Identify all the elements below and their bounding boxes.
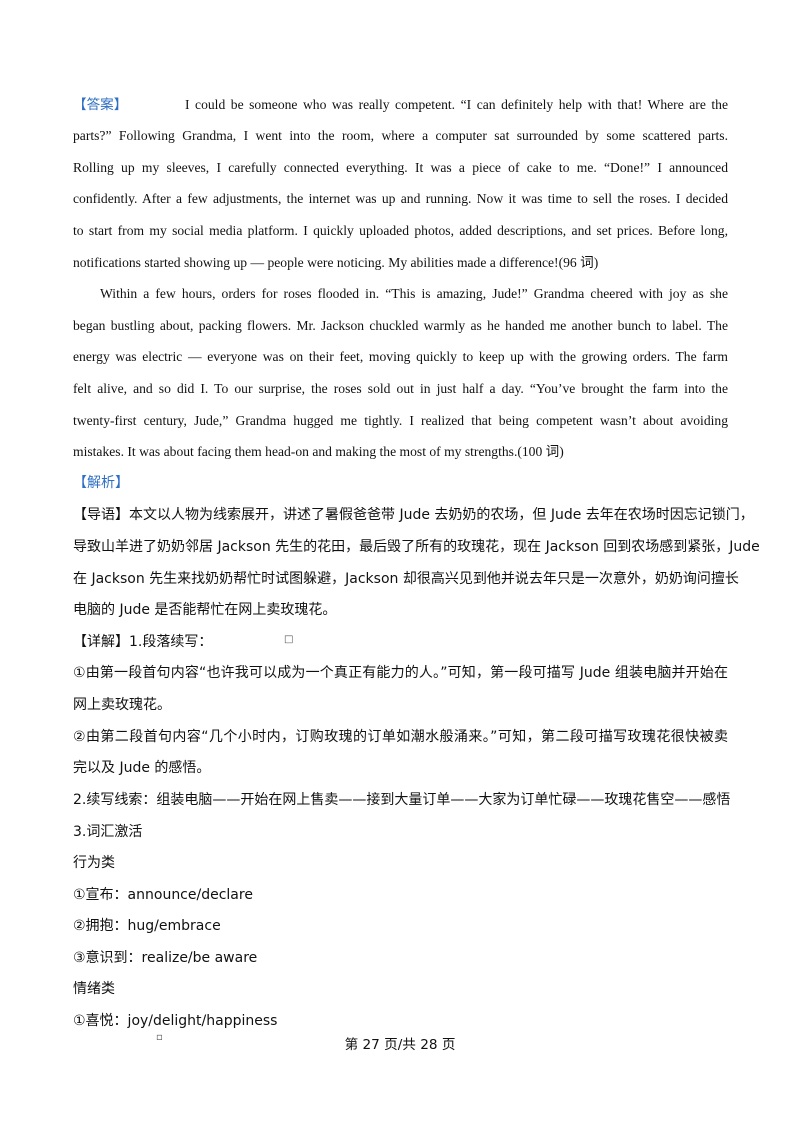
action-item: ③意识到：realize/be aware: [73, 950, 258, 966]
vocab-heading: 3.词汇激活: [73, 824, 143, 840]
guide-line-1: 【导语】本文以人物为线索展开，讲述了暑假爸爸带 Jude 去奶奶的农场，但 Ju…: [73, 507, 754, 523]
answer-p1-line-5: to start from my social media platform. …: [73, 223, 728, 238]
answer-p2-line-6: mistakes. It was about facing them head-…: [73, 444, 564, 459]
answer-p1-line-3: Rolling up my sleeves, I carefully conne…: [73, 160, 728, 175]
guide-line-4: 电脑的 Jude 是否能帮忙在网上卖玫瑰花。: [73, 602, 337, 618]
answer-p2-line-2: began bustling about, packing flowers. M…: [73, 318, 728, 333]
answer-p1-line-6: notifications started showing up — peopl…: [73, 255, 599, 270]
page-footer: 第 27 页/共 28 页: [344, 1037, 456, 1053]
action-item: ①宣布：announce/declare: [73, 887, 253, 903]
answer-p2-line-1: Within a few hours, orders for roses flo…: [100, 286, 728, 301]
guide-line-3: 在 Jackson 先生来找奶奶帮忙时试图躲避，Jackson 却很高兴见到他并…: [73, 571, 739, 587]
detail-heading: 【详解】1.段落续写：: [73, 634, 213, 650]
small-box-icon: ▫: [156, 1032, 163, 1043]
emotion-item: ①喜悦：joy/delight/happiness: [73, 1013, 278, 1029]
point1-line-2: 网上卖玫瑰花。: [73, 697, 171, 713]
answer-p2-line-5: twenty-first century, Jude,” Grandma hug…: [73, 413, 728, 428]
point2-line-1: ②由第二段首句内容“几个小时内，订购玫瑰的订单如潮水般涌来。”可知，第二段可描写…: [73, 729, 728, 745]
analysis-label: 【解析】: [73, 475, 129, 491]
answer-p2-line-3: energy was electric — everyone was on th…: [73, 349, 728, 364]
guide-line-2: 导致山羊进了奶奶邻居 Jackson 先生的花田，最后毁了所有的玫瑰花，现在 J…: [73, 539, 760, 555]
placeholder-box-icon: □: [284, 634, 294, 645]
emotion-heading: 情绪类: [73, 981, 115, 997]
clues-line: 2.续写线索：组装电脑——开始在网上售卖——接到大量订单——大家为订单忙碌——玫…: [73, 792, 731, 808]
answer-label: 【答案】: [73, 97, 128, 113]
answer-p1-line-2: parts?” Following Grandma, I went into t…: [73, 128, 728, 143]
answer-p1-line-1: I could be someone who was really compet…: [185, 97, 728, 112]
action-heading: 行为类: [73, 855, 115, 871]
answer-p1-line-4: confidently. After a few adjustments, th…: [73, 191, 728, 206]
action-item: ②拥抱：hug/embrace: [73, 918, 221, 934]
point2-line-2: 完以及 Jude 的感悟。: [73, 760, 211, 776]
point1-line-1: ①由第一段首句内容“也许我可以成为一个真正有能力的人。”可知，第一段可描写 Ju…: [73, 665, 728, 681]
answer-p2-line-4: felt alive, and so did I. To our surpris…: [73, 381, 728, 396]
